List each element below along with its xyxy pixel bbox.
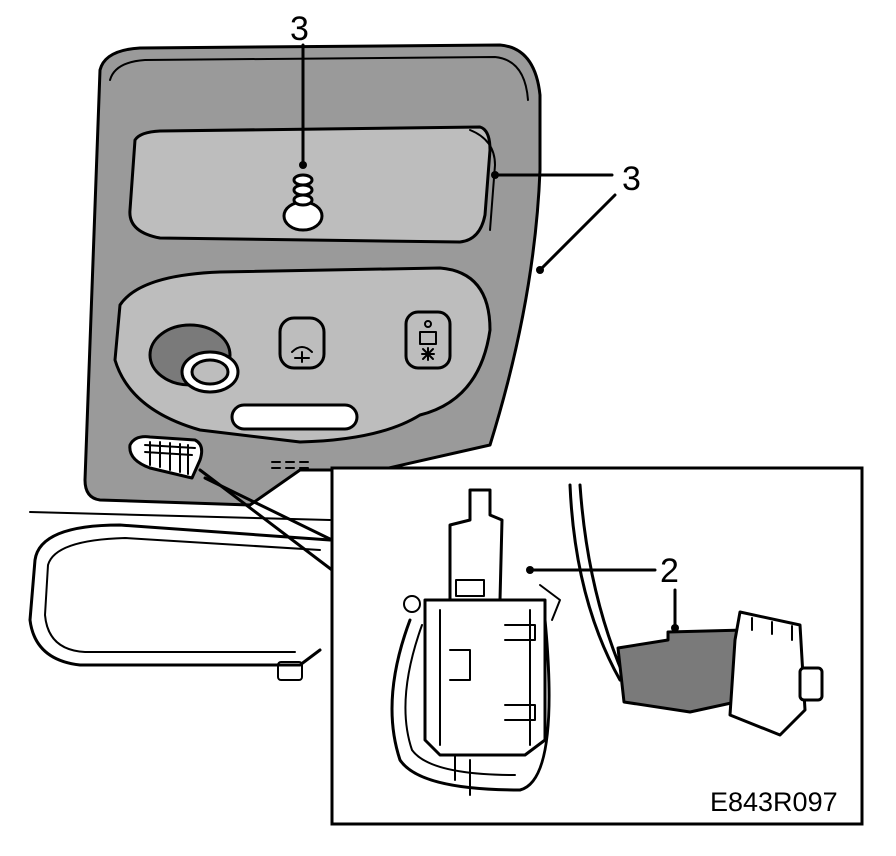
- visor-inner: [44, 537, 321, 653]
- rotary-knob: [148, 323, 240, 394]
- map-light-switch: [278, 316, 326, 370]
- console-screw: [282, 173, 324, 232]
- leader-console-b: [538, 193, 617, 272]
- visor-clip: [277, 661, 303, 681]
- callout-screw: 3: [290, 10, 309, 48]
- detail-pointer: [198, 468, 334, 572]
- vent-marks: [271, 461, 309, 469]
- leader-lines: [299, 43, 679, 632]
- leader-screw-dot: [299, 161, 307, 169]
- upper-lamp-lens-edge: [469, 129, 496, 231]
- lower-trim: [28, 511, 332, 681]
- overhead-console: [83, 43, 542, 507]
- callout-connector: 2: [660, 552, 679, 590]
- visor-outline: [28, 523, 332, 667]
- leader-console-a-dot: [491, 171, 499, 179]
- lamp-holder: [403, 488, 561, 796]
- detail-inset: [330, 466, 864, 826]
- leader-connector-a-dot: [526, 566, 534, 574]
- panel-slot: [230, 403, 359, 431]
- figure-id: E843R097: [710, 787, 838, 817]
- harness-loop-inner: [404, 624, 516, 776]
- sunroof-switch: [404, 310, 452, 370]
- leader-connector-b-dot: [671, 624, 679, 632]
- wiring-connector: [616, 610, 824, 737]
- console-rim: [109, 56, 529, 101]
- trim-line: [29, 511, 331, 521]
- leader-console-b-dot: [536, 266, 544, 274]
- harness-loop: [390, 618, 551, 792]
- callout-console: 3: [622, 160, 641, 198]
- courtesy-lamp: [128, 435, 204, 480]
